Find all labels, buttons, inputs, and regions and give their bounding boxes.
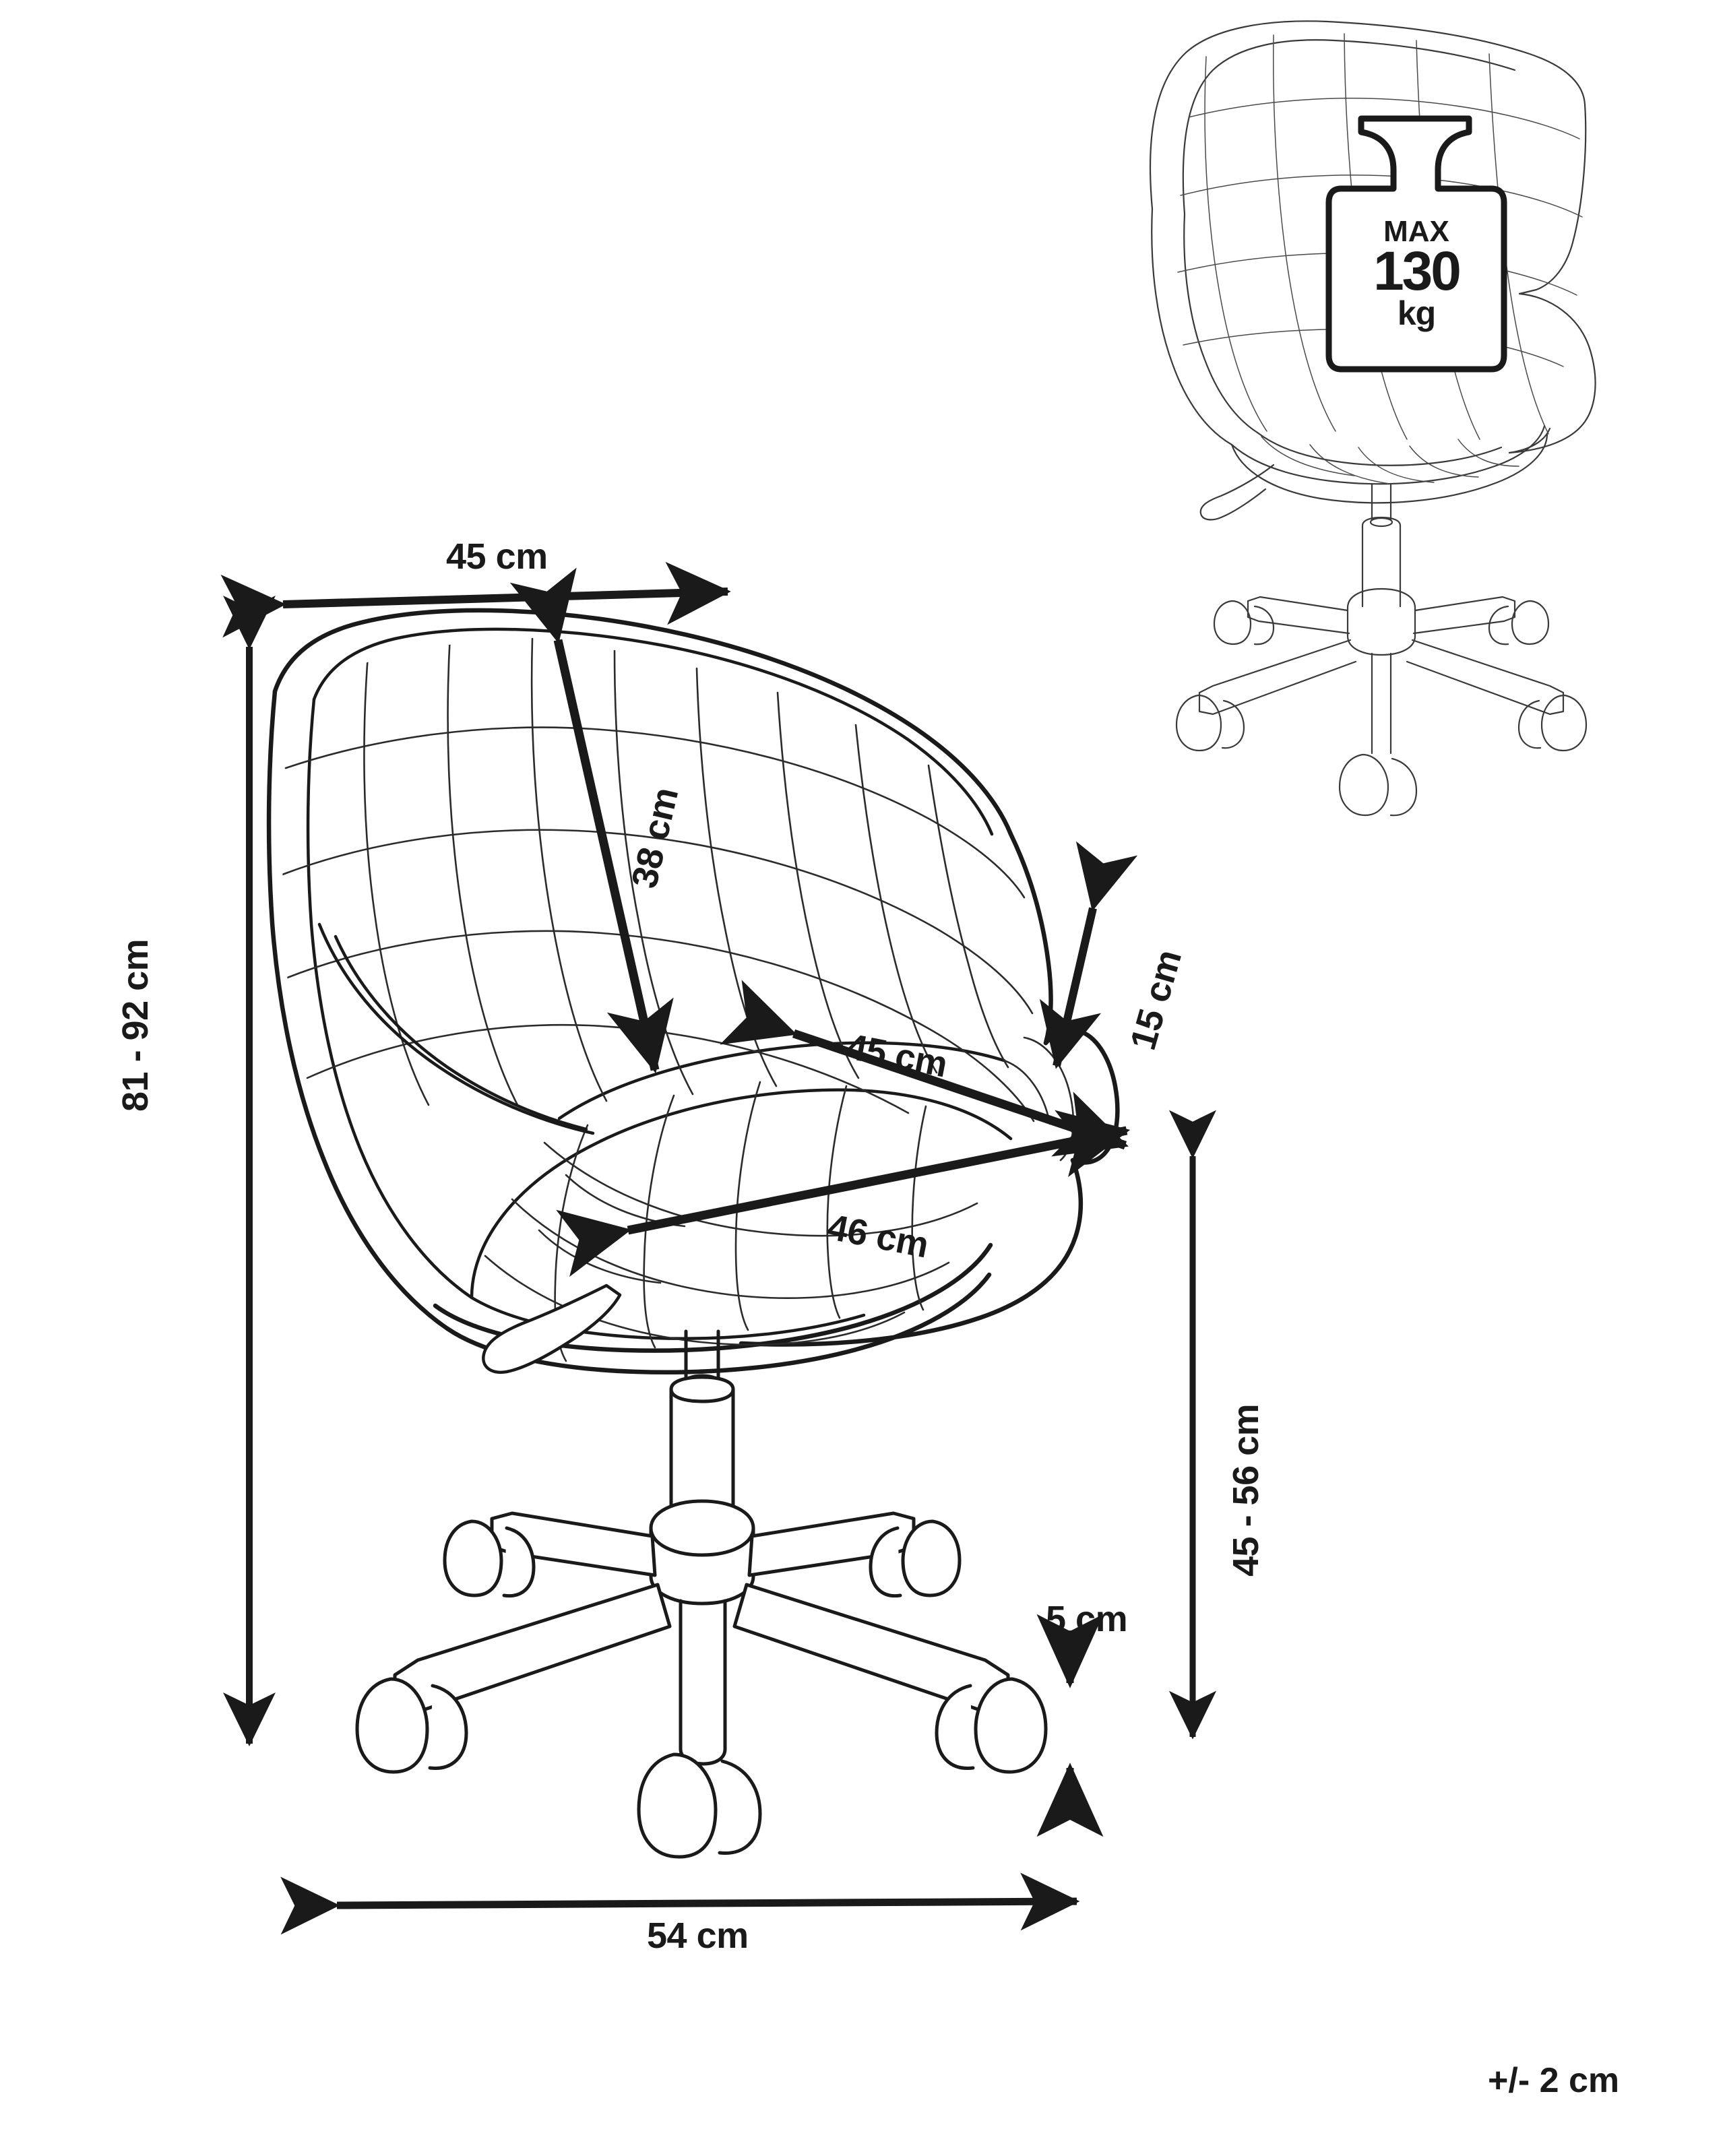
max-load-unit: kg (1397, 294, 1436, 332)
arrow-armrest-height (1039, 841, 1138, 1069)
dim-label-overall-height: 81 - 92 cm (115, 939, 156, 1112)
max-load-value: 130 (1373, 241, 1462, 302)
max-load-text-group: MAX 130 kg (1329, 215, 1504, 332)
arrow-base-width (280, 1872, 1080, 1935)
arrow-overall-width-top (220, 561, 731, 638)
arrow-seat-width (556, 1110, 1131, 1277)
tolerance-note: +/- 2 cm (1488, 2061, 1620, 2100)
arrow-backrest-height (509, 567, 674, 1074)
dim-label-caster-height: 5 cm (1046, 1599, 1128, 1639)
dim-label-base-width: 54 cm (647, 1915, 749, 1956)
dim-label-seat-height: 45 - 56 cm (1226, 1403, 1266, 1577)
max-label: MAX (1383, 215, 1449, 248)
arrow-seat-depth (720, 980, 1129, 1157)
dim-label-overall-width-top: 45 cm (446, 536, 548, 577)
